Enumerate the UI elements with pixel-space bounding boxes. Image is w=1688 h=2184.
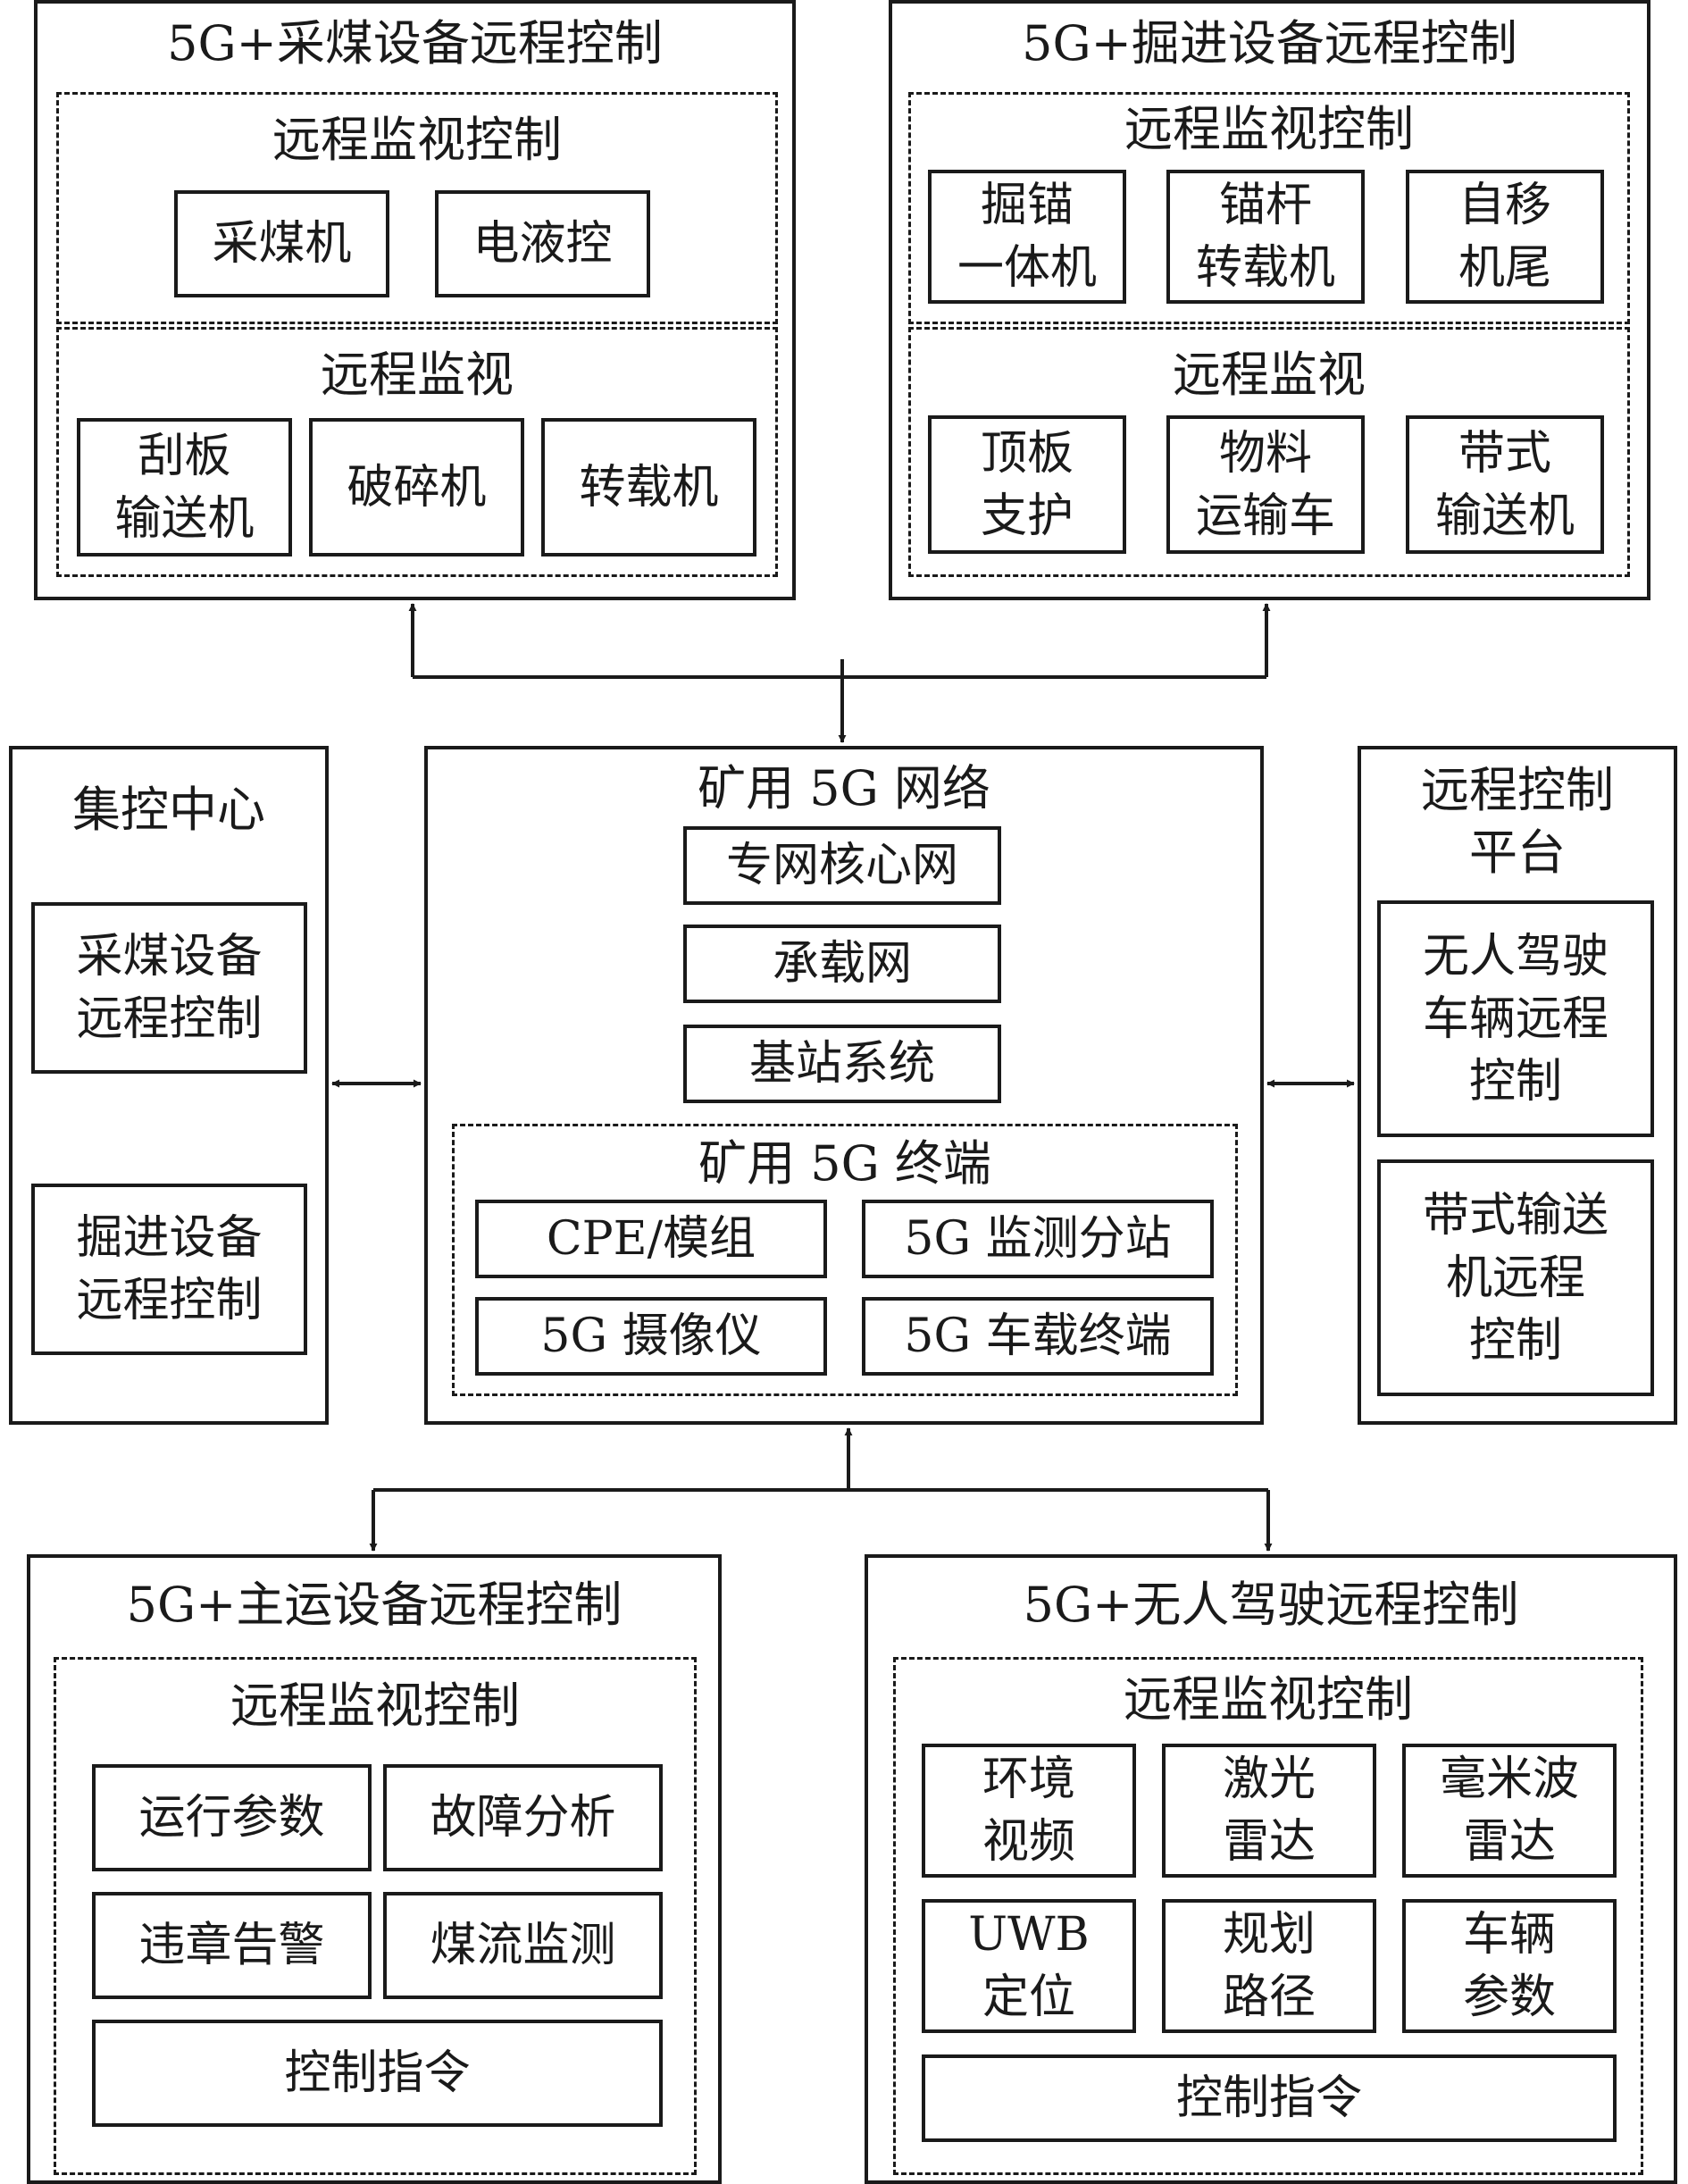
transport-monitor-control-title: 远程监视控制 (230, 1678, 520, 1734)
violation-alarm-node: 违章告警 (92, 1892, 372, 1999)
roof-support-node: 顶板 支护 (928, 415, 1126, 554)
tunnel-monitor-group (908, 327, 1630, 577)
scraper-conveyor-node: 刮板 输送机 (77, 418, 292, 556)
driving-monitor-control-group (893, 1657, 1643, 2175)
tunnel-monitor-control-title: 远程监视控制 (1124, 101, 1414, 157)
tunnel-monitor-control-group (908, 92, 1630, 324)
cpe-module-node: CPE/模组 (475, 1200, 827, 1278)
control-center-title: 集控中心 (72, 782, 265, 838)
core-network-node: 专网核心网 (683, 826, 1001, 905)
uwb-positioning-node: UWB 定位 (922, 1899, 1136, 2033)
mining-5g-network-title: 矿用 5G 网络 (698, 760, 990, 816)
coal-mining-title: 5G+采煤设备远程控制 (167, 15, 663, 71)
bolter-transfer-node: 锚杆 转载机 (1166, 170, 1365, 304)
bearer-network-node: 承载网 (683, 925, 1001, 1003)
running-parameters-node: 运行参数 (92, 1764, 372, 1871)
mmwave-radar-node: 毫米波 雷达 (1402, 1744, 1617, 1878)
fault-analysis-node: 故障分析 (383, 1764, 663, 1871)
tunnel-remote-control-node: 掘进设备 远程控制 (31, 1184, 307, 1355)
crusher-node: 破碎机 (309, 418, 524, 556)
coal-monitor-control-title: 远程监视控制 (272, 112, 562, 168)
control-command-node-right: 控制指令 (922, 2054, 1617, 2142)
self-moving-tail-node: 自移 机尾 (1406, 170, 1604, 304)
vehicle-parameters-node: 车辆 参数 (1402, 1899, 1617, 2033)
unmanned-vehicle-control-node: 无人驾驶 车辆远程 控制 (1377, 900, 1654, 1137)
control-command-node-left: 控制指令 (92, 2020, 663, 2127)
coal-flow-monitoring-node: 煤流监测 (383, 1892, 663, 1999)
electro-hydraulic-node: 电液控 (435, 190, 650, 297)
base-station-node: 基站系统 (683, 1025, 1001, 1103)
mining-5g-terminal-title: 矿用 5G 终端 (698, 1135, 991, 1192)
mining-5g-terminal-group (452, 1124, 1238, 1396)
remote-control-platform-title: 远程控制 平台 (1421, 762, 1614, 881)
transport-monitor-control-group (54, 1657, 697, 2175)
path-planning-node: 规划 路径 (1162, 1899, 1376, 2033)
coal-remote-control-node: 采煤设备 远程控制 (31, 902, 307, 1074)
lidar-node: 激光 雷达 (1162, 1744, 1376, 1878)
5g-camera-node: 5G 摄像仪 (475, 1297, 827, 1376)
bolter-miner-node: 掘锚 一体机 (928, 170, 1126, 304)
belt-conveyor-node: 带式 输送机 (1406, 415, 1604, 554)
belt-conveyor-control-node: 带式输送 机远程 控制 (1377, 1159, 1654, 1396)
tunneling-title: 5G+掘进设备远程控制 (1022, 15, 1517, 71)
material-vehicle-node: 物料 运输车 (1166, 415, 1365, 554)
main-transport-title: 5G+主运设备远程控制 (126, 1577, 623, 1633)
unmanned-driving-title: 5G+无人驾驶远程控制 (1023, 1577, 1519, 1633)
driving-monitor-control-title: 远程监视控制 (1124, 1671, 1413, 1728)
5g-monitoring-substation-node: 5G 监测分站 (862, 1200, 1214, 1278)
transfer-loader-node: 转载机 (541, 418, 756, 556)
coal-monitor-group (56, 327, 778, 577)
5g-vehicle-terminal-node: 5G 车载终端 (862, 1297, 1214, 1376)
environment-video-node: 环境 视频 (922, 1744, 1136, 1878)
shearer-node: 采煤机 (174, 190, 389, 297)
tunnel-monitor-title: 远程监视 (1173, 347, 1366, 403)
coal-monitor-control-group (56, 92, 778, 324)
coal-monitor-title: 远程监视 (321, 347, 514, 403)
